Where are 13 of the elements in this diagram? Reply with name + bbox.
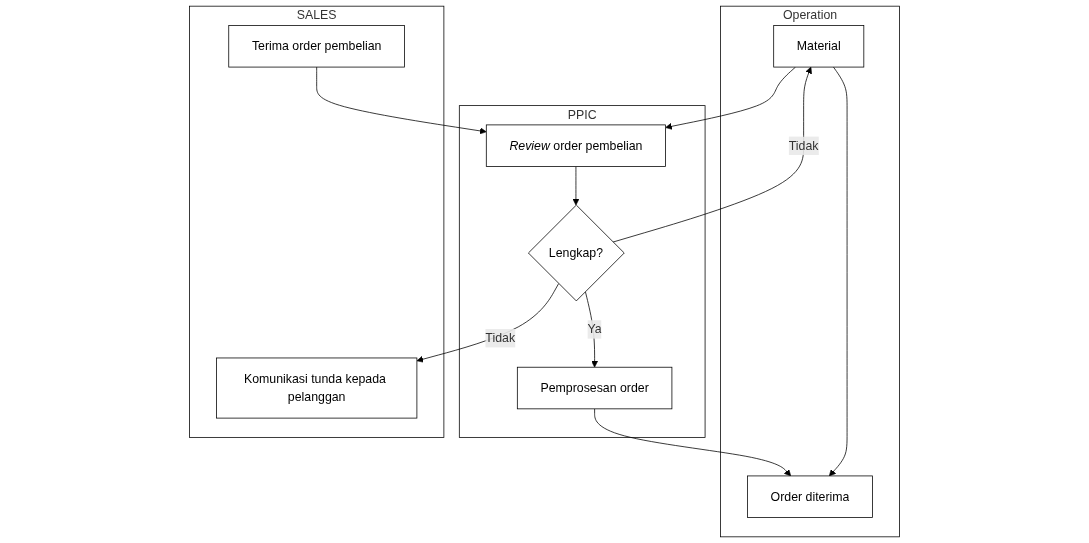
- cluster: [189, 5, 445, 438]
- cluster: [720, 5, 900, 538]
- node-box: [773, 25, 865, 68]
- node-box: [485, 124, 666, 167]
- node-diamond: [528, 204, 625, 302]
- node-box: [216, 357, 418, 419]
- node-box: [228, 25, 405, 68]
- node-box: [516, 366, 673, 410]
- node-box: [747, 475, 873, 518]
- edge-label: Ya: [587, 322, 602, 336]
- edge-label: Tidak: [788, 138, 819, 152]
- cluster: [458, 105, 706, 438]
- edge-label: Tidak: [485, 331, 516, 345]
